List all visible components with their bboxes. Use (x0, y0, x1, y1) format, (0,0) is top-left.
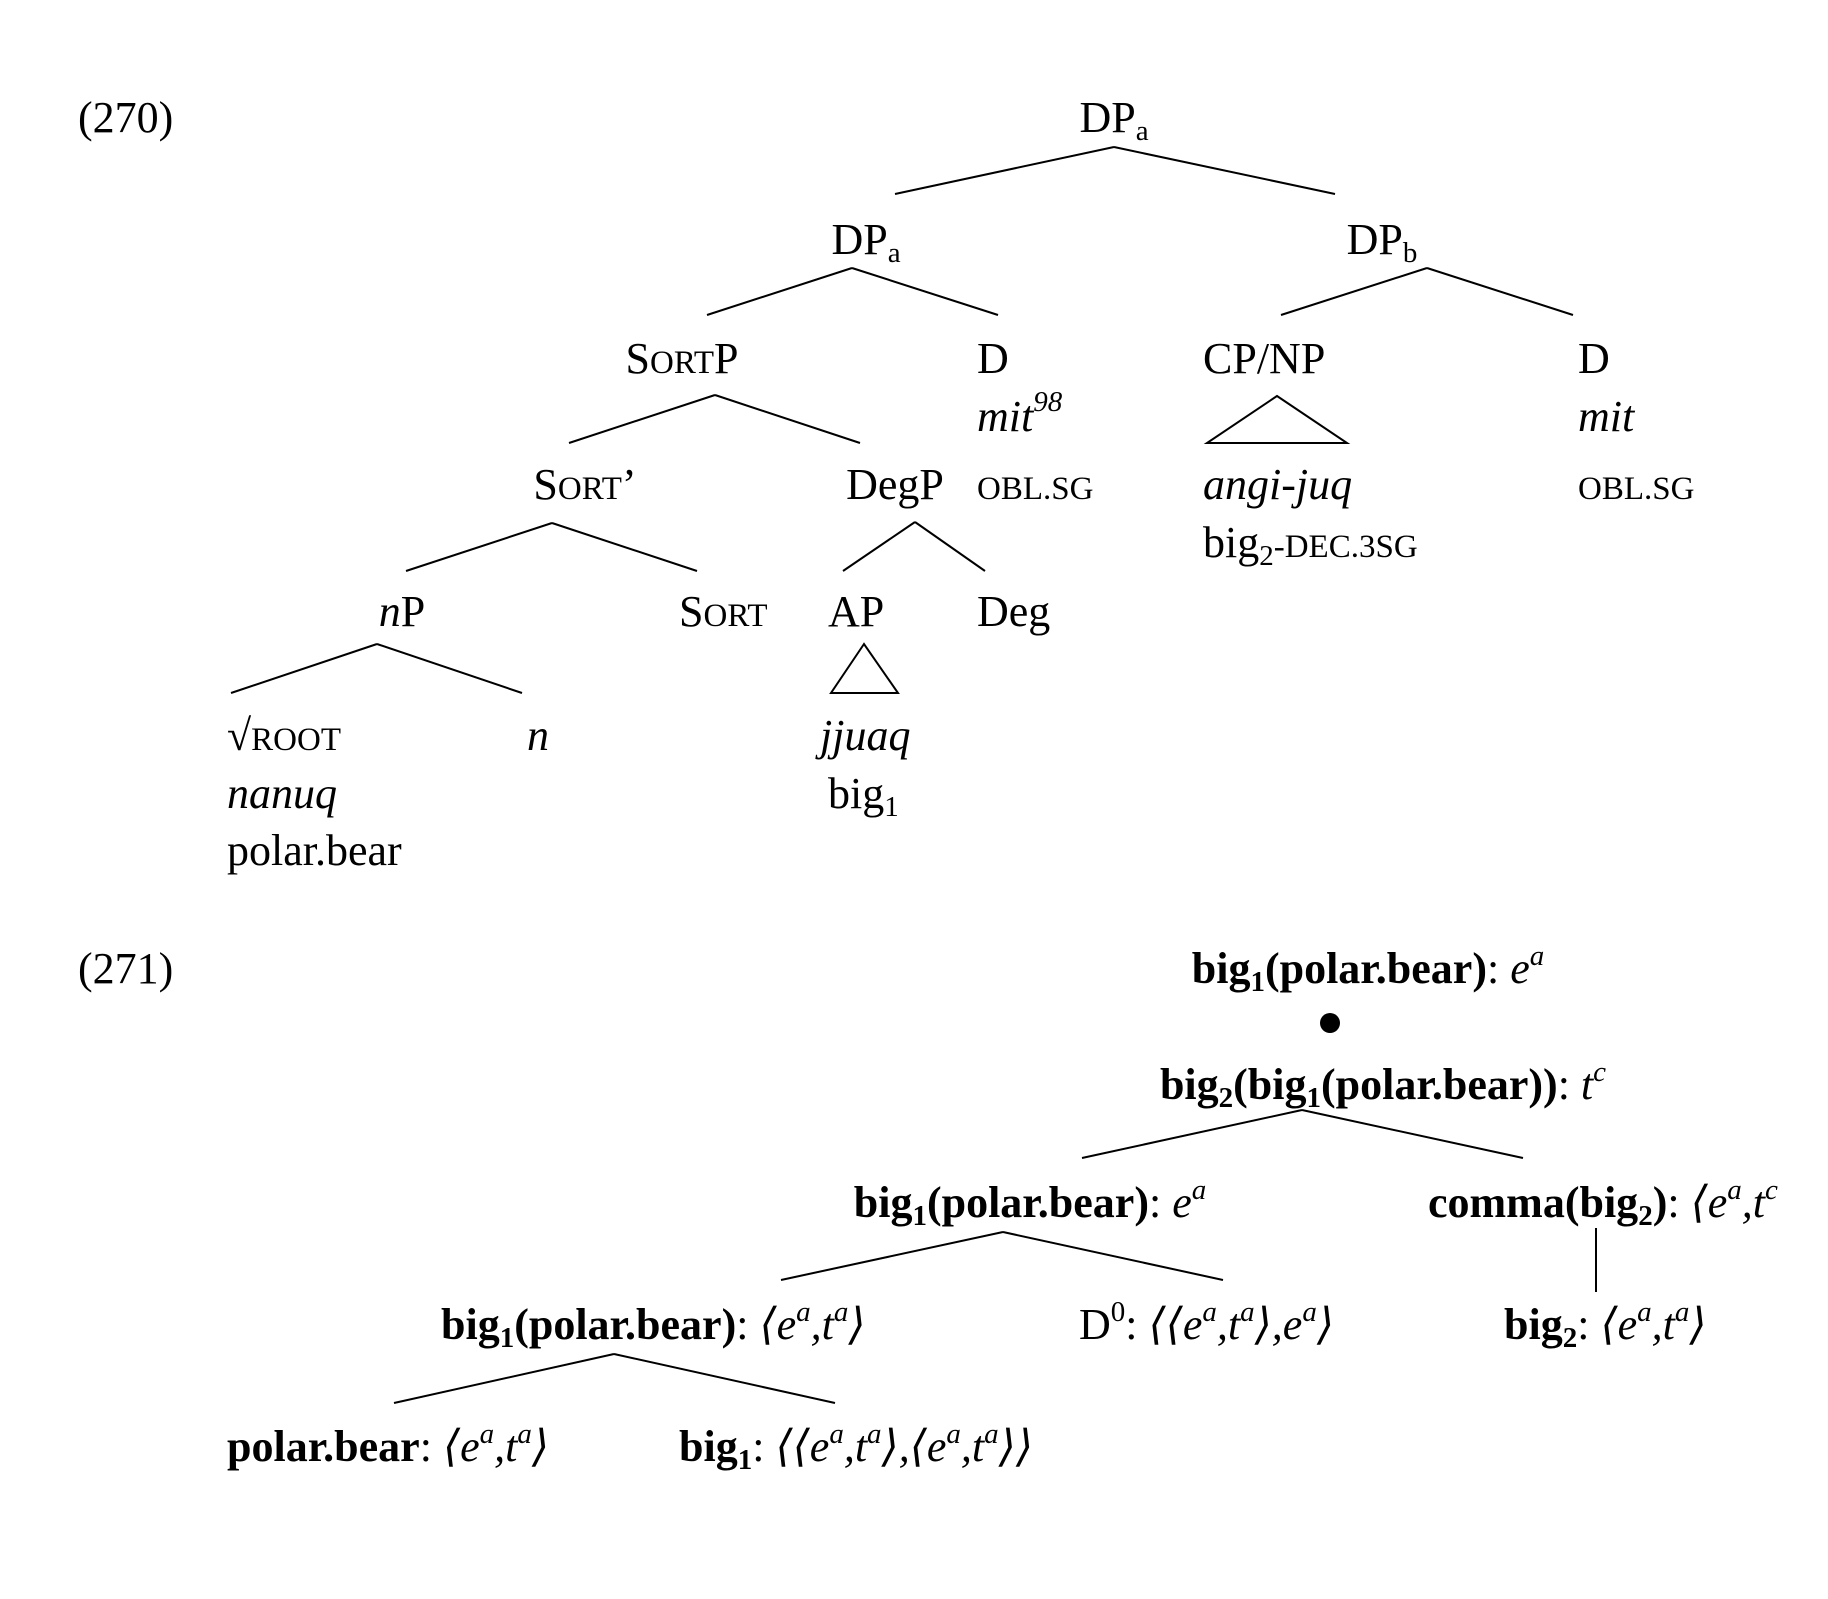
node-big1-polar-bear-e: big1(polar.bear): ea (854, 1174, 1207, 1232)
branch (568, 394, 716, 444)
branch (1280, 267, 1428, 316)
branch (1081, 1109, 1303, 1159)
example-271: (271) big1(polar.bear): ea big2(big1(pol… (78, 940, 1778, 1476)
node-polar-bear: polar.bear: ⟨ea,ta⟩ (227, 1418, 549, 1471)
node-deg: Deg (977, 587, 1050, 636)
node-dp-b: DPb (1347, 215, 1418, 269)
leaf-gloss-obl-sg: OBL.SG (1578, 471, 1694, 507)
branch (1113, 146, 1336, 195)
bullet-dot (1320, 1013, 1340, 1033)
footnote-marker[interactable]: 98 (1033, 386, 1063, 418)
branch (405, 522, 553, 572)
node-sort-bar: SORT’ (533, 460, 636, 509)
branch (230, 643, 378, 694)
branch (894, 146, 1115, 195)
branch (714, 394, 861, 444)
branch (393, 1353, 615, 1404)
leaf-gloss-obl-sg: OBL.SG (977, 471, 1093, 507)
branch (551, 522, 698, 572)
branch (1002, 1231, 1224, 1281)
leaf-gloss-big2: big2-DEC.3SG (1203, 518, 1418, 572)
branch (1301, 1109, 1524, 1159)
example-270: (270) DPa DPa DPb SORTP D mit98 OBL.SG C… (78, 93, 1694, 875)
leaf-form-angi-juq: angi-juq (1203, 460, 1352, 509)
leaf-form-mit: mit (1578, 392, 1636, 441)
leaf-form-jjuaq: jjuaq (815, 711, 910, 760)
branch (780, 1231, 1004, 1281)
node-sortp: SORTP (626, 334, 739, 383)
node-sort: SORT (679, 587, 768, 636)
branch (613, 1353, 836, 1404)
triangle (1203, 394, 1351, 444)
branch (914, 521, 986, 572)
node-d-left: D (977, 334, 1009, 383)
node-big1-polar-bear-et: big1(polar.bear): ⟨ea,ta⟩ (441, 1296, 866, 1354)
node-comma-big2: comma(big2): ⟨ea,tc (1428, 1174, 1778, 1232)
leaf-root: √ROOT (227, 711, 341, 760)
node-cp-np: CP/NP (1203, 334, 1325, 383)
node-big1: big1: ⟨⟨ea,ta⟩,⟨ea,ta⟩⟩ (679, 1418, 1033, 1476)
branch (376, 643, 523, 694)
triangle (829, 642, 900, 694)
node-big2: big2: ⟨ea,ta⟩ (1504, 1296, 1707, 1354)
example-number: (271) (78, 944, 173, 993)
branch (842, 521, 916, 572)
node-big2-big1: big2(big1(polar.bear)): tc (1160, 1056, 1606, 1114)
node-degp: DegP (846, 460, 944, 509)
leaf-gloss-big1: big1 (828, 769, 899, 823)
node-dp-root: DPa (1079, 93, 1148, 147)
branch (706, 267, 853, 316)
node-d0: D0: ⟨⟨ea,ta⟩,ea⟩ (1079, 1296, 1334, 1349)
leaf-form-mit: mit98 (977, 386, 1063, 441)
node-dp-a: DPa (831, 215, 900, 269)
branch (851, 267, 999, 316)
node-d-right: D (1578, 334, 1610, 383)
leaf-n: n (527, 711, 549, 760)
example-number: (270) (78, 93, 173, 142)
leaf-gloss-polar-bear: polar.bear (227, 826, 402, 875)
node-np: nP (379, 587, 425, 636)
node-ap: AP (828, 587, 884, 636)
branch (1426, 267, 1574, 316)
node-top: big1(polar.bear): ea (1192, 940, 1545, 998)
leaf-form-nanuq: nanuq (227, 769, 337, 818)
